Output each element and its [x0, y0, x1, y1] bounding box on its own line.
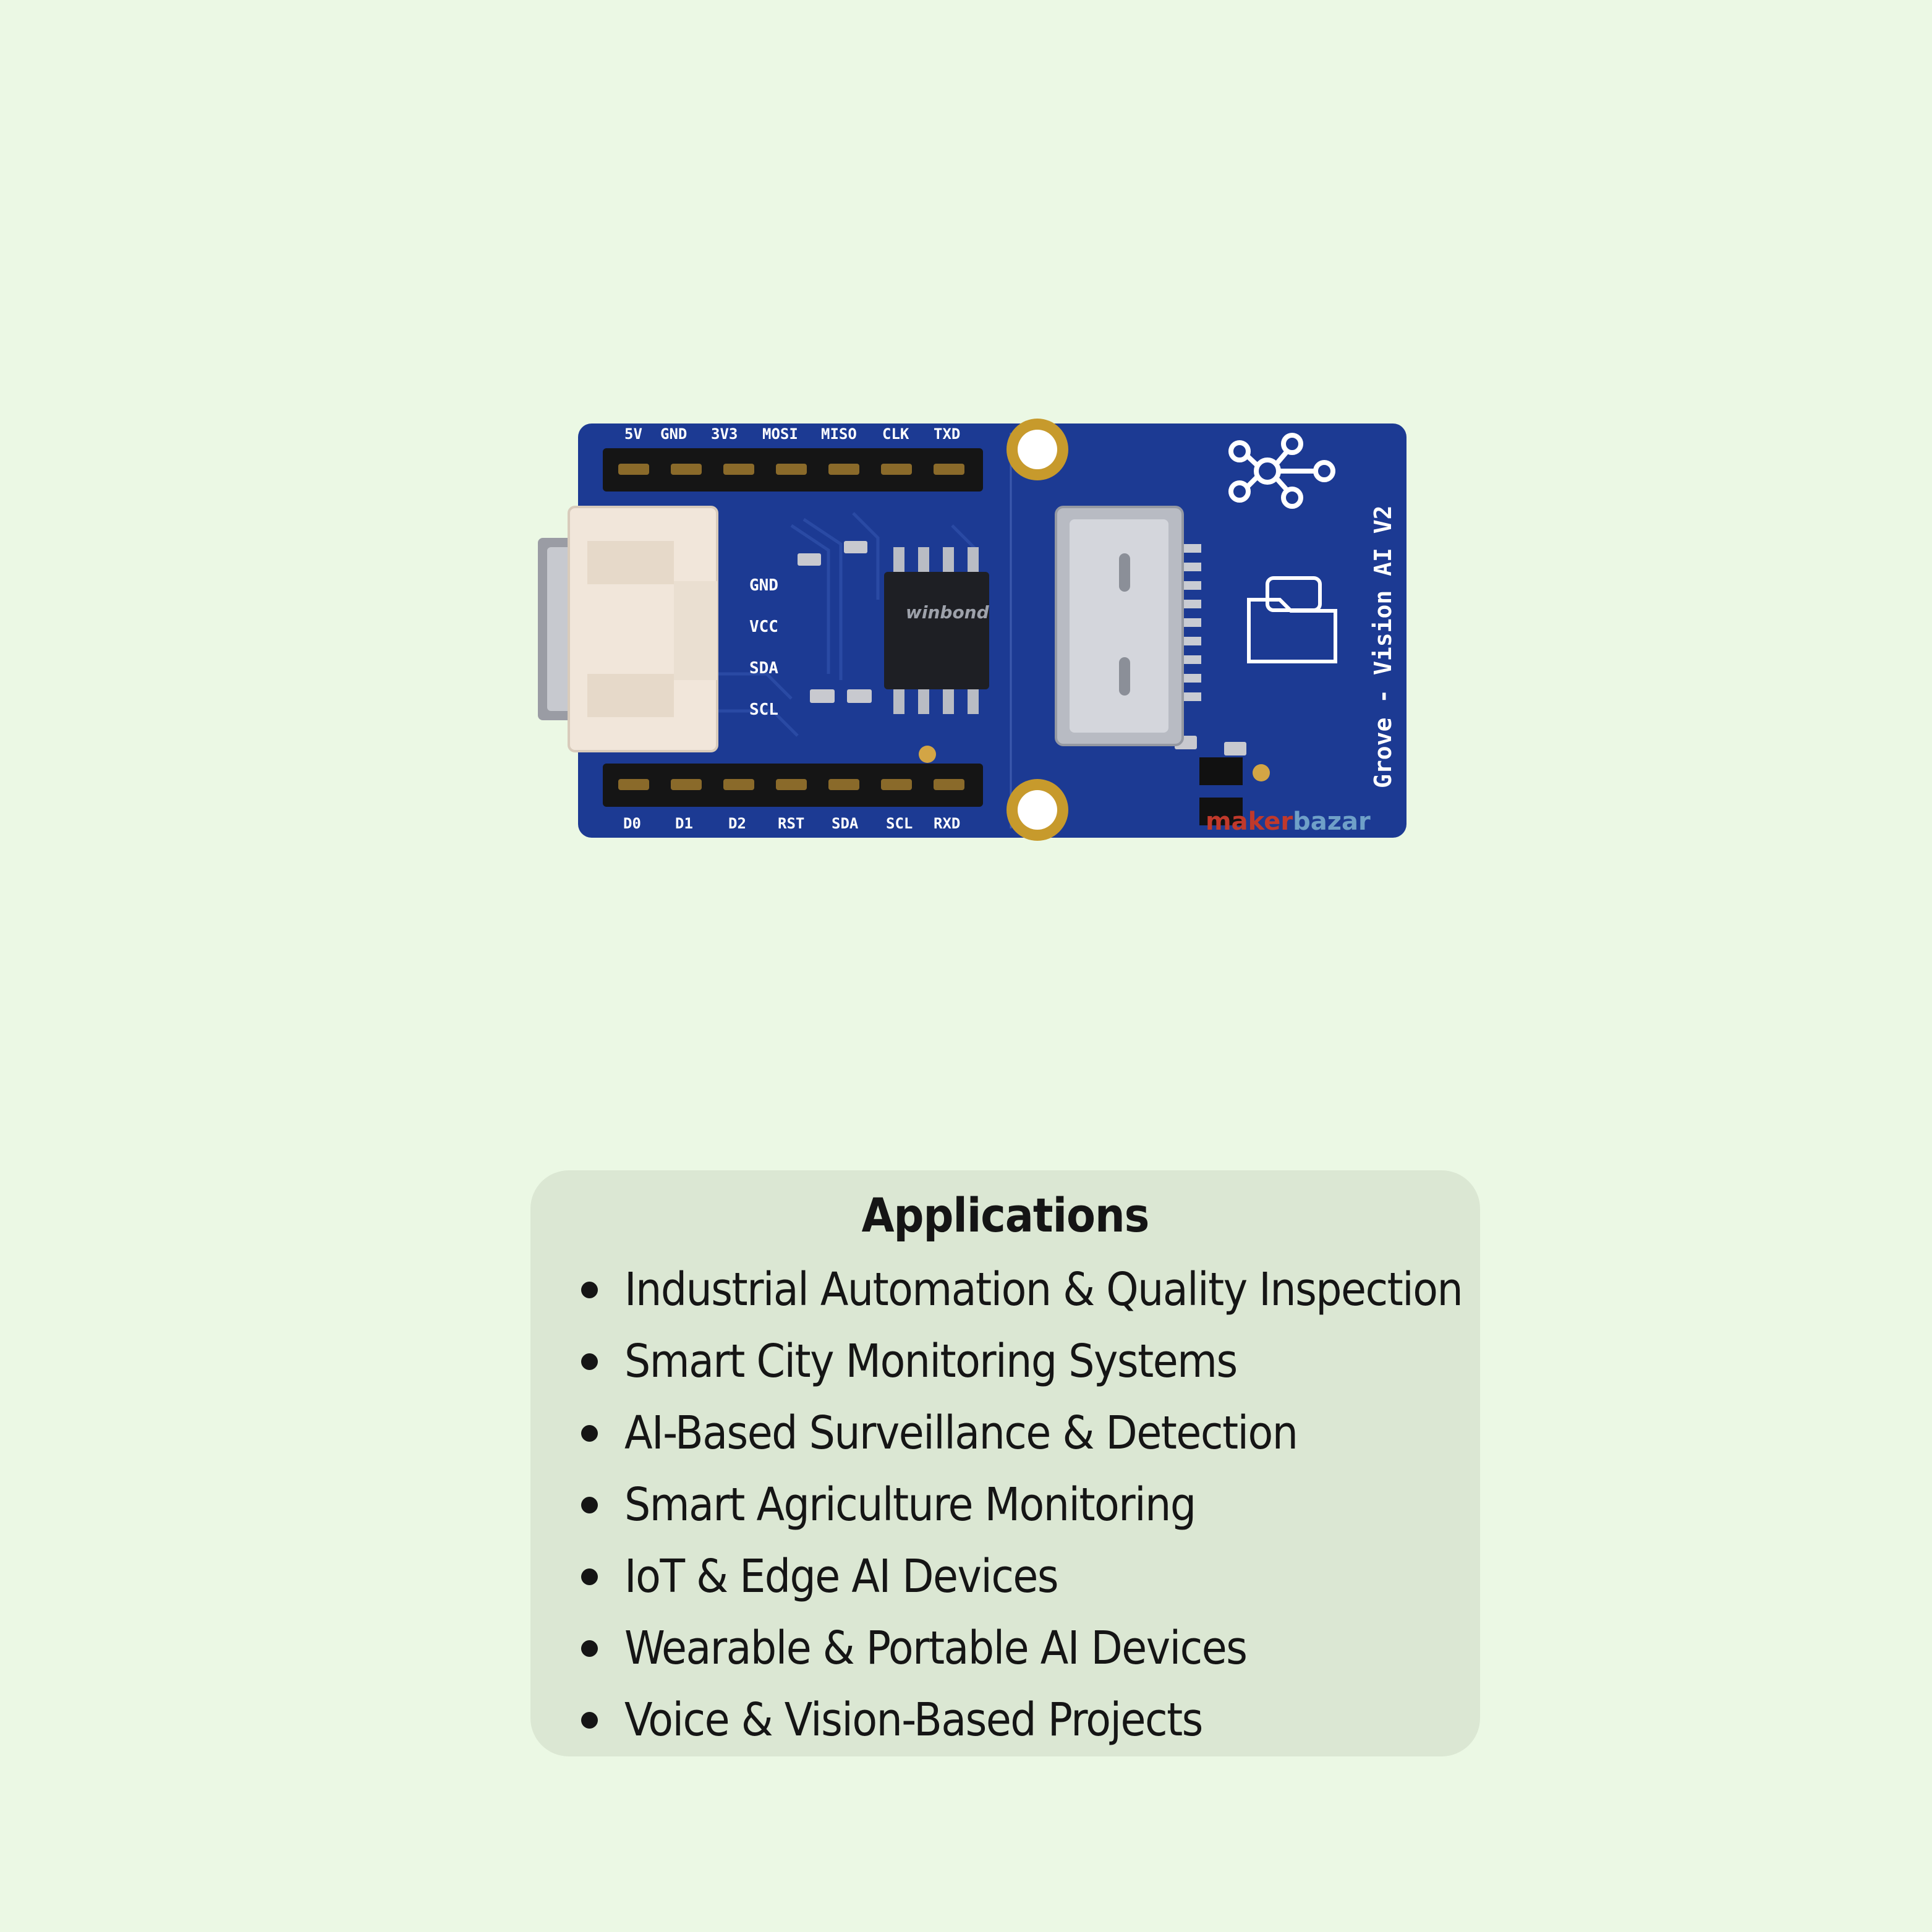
top-pin-labels: 5V GND 3V3 MOSI MISO CLK TXD — [624, 425, 960, 443]
pin-label: SDA — [832, 815, 859, 832]
pin-label: CLK — [882, 425, 909, 443]
panel-title: Applications — [861, 1188, 1150, 1243]
list-item: Smart Agriculture Monitoring — [530, 1469, 1480, 1541]
makerbazar-watermark: makerbazar — [1206, 807, 1371, 836]
list-item-text: IoT & Edge AI Devices — [624, 1550, 1059, 1603]
bottom-pin-labels: D0 D1 D2 RST SDA SCL RXD — [623, 815, 960, 832]
list-item-text: Smart Agriculture Monitoring — [624, 1478, 1196, 1531]
bullet-icon — [581, 1425, 598, 1442]
list-item: Wearable & Portable AI Devices — [530, 1612, 1480, 1684]
pcb-body — [578, 423, 1406, 838]
bullet-icon — [581, 1282, 598, 1298]
sd-card-icon — [1247, 598, 1337, 663]
grove-pin-labels: GND VCC SDA SCL — [749, 576, 778, 719]
list-item-text: AI-Based Surveillance & Detection — [624, 1406, 1298, 1460]
pin-label: GND — [749, 576, 778, 595]
bullet-icon — [581, 1497, 598, 1513]
flash-chip — [884, 572, 989, 689]
pin-label: RST — [778, 815, 804, 832]
pin-label: 5V — [624, 425, 642, 443]
network-logo-icon — [1228, 433, 1335, 509]
pin-label: 3V3 — [711, 425, 738, 443]
list-item-text: Industrial Automation & Quality Inspecti… — [624, 1263, 1463, 1316]
list-item: Industrial Automation & Quality Inspecti… — [530, 1254, 1480, 1326]
pin-label: RXD — [934, 815, 960, 832]
pin-label: SCL — [749, 700, 778, 719]
pin-label: D0 — [623, 815, 641, 832]
pin-label: SCL — [886, 815, 913, 832]
pin-label: MOSI — [762, 425, 798, 443]
grove-vision-ai-board: 5V GND 3V3 MOSI MISO CLK TXD D0 D1 D2 RS… — [538, 419, 1406, 841]
bullet-icon — [581, 1640, 598, 1657]
list-item-text: Wearable & Portable AI Devices — [624, 1622, 1248, 1675]
pin-label: D2 — [728, 815, 746, 832]
product-image: 5V GND 3V3 MOSI MISO CLK TXD D0 D1 D2 RS… — [532, 414, 1410, 847]
list-item: IoT & Edge AI Devices — [530, 1541, 1480, 1612]
board-title: Grove - Vision AI V2 — [1369, 505, 1397, 788]
applications-panel: Applications Industrial Automation & Qua… — [530, 1170, 1480, 1756]
list-item-text: Voice & Vision-Based Projects — [624, 1693, 1203, 1747]
pin-label: GND — [660, 425, 687, 443]
pin-label: VCC — [749, 618, 778, 636]
chip-brand: winbond — [906, 602, 990, 623]
bullet-icon — [581, 1353, 598, 1370]
list-item: Smart City Monitoring Systems — [530, 1326, 1480, 1397]
bullet-icon — [581, 1568, 598, 1585]
pin-label: TXD — [934, 425, 960, 443]
pin-label: SDA — [749, 659, 778, 678]
pin-label: MISO — [821, 425, 857, 443]
bullet-icon — [581, 1712, 598, 1729]
pin-label: D1 — [675, 815, 693, 832]
applications-list: Industrial Automation & Quality Inspecti… — [530, 1254, 1480, 1756]
list-item: AI-Based Surveillance & Detection — [530, 1397, 1480, 1469]
list-item-text: Smart City Monitoring Systems — [624, 1335, 1238, 1388]
list-item: Voice & Vision-Based Projects — [530, 1684, 1480, 1756]
